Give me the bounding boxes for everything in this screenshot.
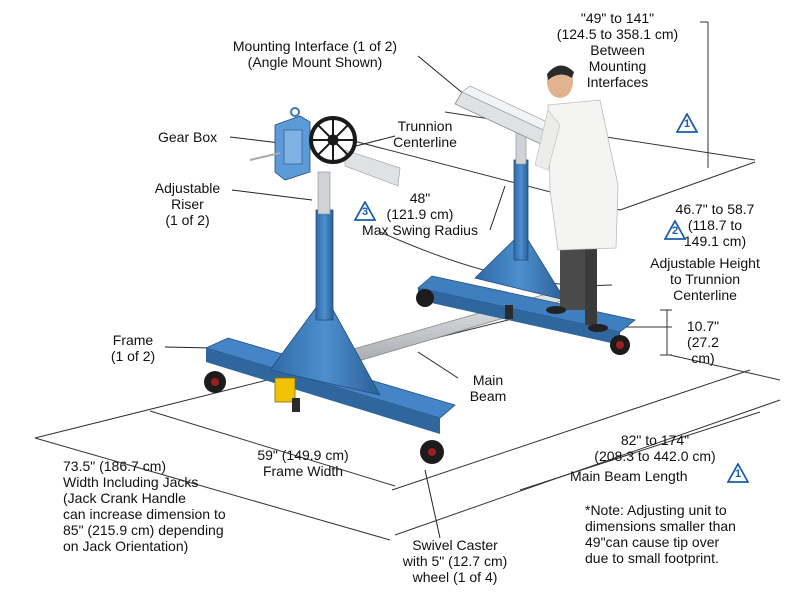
operator-figure [534, 65, 619, 332]
main-beam-label: Main Beam [469, 372, 507, 404]
warning-mark-2: 2 [671, 225, 679, 237]
height-range-label: 46.7" to 58.7 (118.7 to 149.1 cm) [675, 201, 755, 249]
beam-length-label: Main Beam Length [570, 468, 688, 484]
adjustable-riser-label: Adjustable Riser (1 of 2) [154, 180, 221, 228]
warning-triangle-icon: 3 [353, 200, 377, 221]
swivel-caster-label: Swivel Caster with 5" (12.7 cm) wheel (1… [402, 537, 508, 585]
frame-label: Frame (1 of 2) [110, 332, 156, 364]
warning-mark-3: 3 [361, 206, 369, 218]
mounting-interface-label: Mounting Interface (1 of 2) (Angle Mount… [232, 38, 398, 70]
width-with-jacks-label: 73.5" (186.7 cm) Width Including Jacks (… [63, 458, 226, 554]
right-frame [416, 127, 636, 355]
swing-radius-label: 48" (121.9 cm) Max Swing Radius [362, 190, 478, 238]
frame-width-label: 59" (149.9 cm) Frame Width [257, 447, 349, 479]
between-interfaces-label: "49" to 141" (124.5 to 358.1 cm) Between… [556, 10, 679, 90]
clearance-label: 10.7" (27.2 cm) [686, 318, 720, 366]
footprint-note: *Note: Adjusting unit to dimensions smal… [585, 502, 736, 566]
warning-triangle-icon: 2 [663, 219, 687, 240]
warning-mark-1: 1 [683, 118, 691, 130]
leader-lines [164, 55, 506, 539]
left-frame [204, 171, 456, 464]
beam-length-dimensions: 82" to 174" (208.3 to 442.0 cm) [594, 432, 716, 464]
adjustable-height-label: Adjustable Height to Trunnion Centerline [650, 255, 760, 303]
warning-triangle-icon: 1 [726, 462, 750, 483]
gear-box-label: Gear Box [158, 129, 218, 145]
handwheel [309, 116, 357, 164]
warning-triangle-icon: 1 [675, 112, 699, 133]
warning-mark-1: 1 [734, 468, 742, 480]
gear-box [249, 107, 401, 187]
trunnion-centerline-label: Trunnion Centerline [393, 118, 457, 150]
